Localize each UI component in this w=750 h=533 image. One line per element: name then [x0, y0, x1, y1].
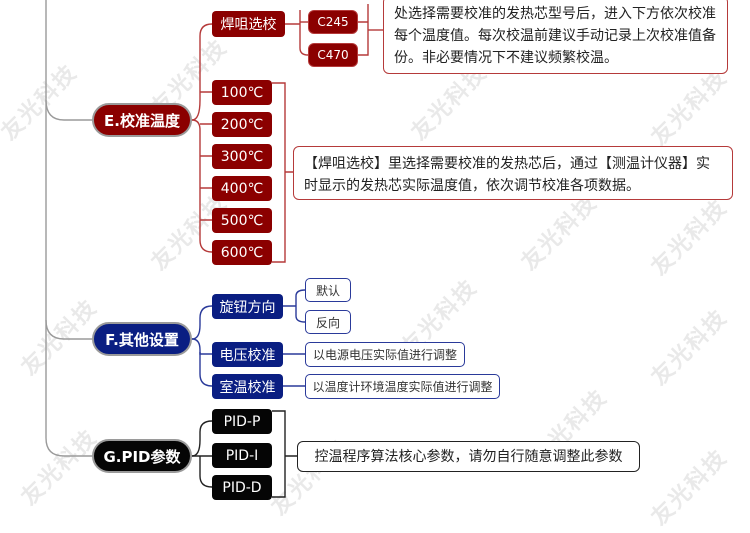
pid-bracket: [272, 410, 297, 498]
model-note: 处选择需要校准的发热芯型号后，进入下方依次校准每个温度值。每次校温前建议手动记录…: [383, 0, 728, 74]
model-c470: C470: [308, 43, 358, 67]
e-temp-branches: [200, 91, 212, 221]
trunk-line: [45, 0, 92, 457]
temp-note: 【焊咀选校】里选择需要校准的发热芯后，通过【测温计仪器】实时显示的发热芯实际温度…: [293, 146, 733, 200]
f-to-voltage: [191, 338, 212, 355]
temp-bracket: [272, 82, 293, 263]
g-to-p: [191, 420, 213, 457]
section-g-node: G.PID参数: [92, 439, 192, 473]
f-to-room: [199, 352, 213, 387]
branch-f: [45, 319, 92, 340]
temp-300: 300℃: [212, 144, 272, 169]
pid-p-node: PID-P: [212, 409, 272, 434]
temp-100: 100℃: [212, 80, 272, 105]
selector-node: 焊咀选校: [212, 11, 285, 37]
model-c245: C245: [308, 10, 358, 34]
e-to-selector: [191, 23, 213, 121]
temp-200: 200℃: [212, 112, 272, 137]
temp-600: 600℃: [212, 240, 272, 265]
knob-to-options: [283, 289, 306, 323]
temp-500: 500℃: [212, 208, 272, 233]
pid-i-node: PID-I: [212, 443, 272, 468]
room-temp-calibration-node: 室温校准: [212, 374, 283, 399]
section-f-node: F.其他设置: [92, 322, 192, 356]
selector-to-models: [285, 10, 309, 56]
room-temp-note: 以温度计环境温度实际值进行调整: [305, 374, 500, 399]
pid-d-node: PID-D: [212, 475, 272, 500]
g-to-d: [199, 456, 213, 488]
section-e-node: E.校准温度: [92, 103, 192, 137]
knob-option-reverse: 反向: [305, 310, 351, 334]
knob-direction-node: 旋钮方向: [212, 294, 283, 319]
f-to-knob: [191, 305, 213, 340]
models-to-note: [356, 4, 369, 56]
voltage-calibration-node: 电压校准: [212, 342, 283, 367]
knob-option-default: 默认: [305, 278, 351, 302]
e-temp-spine: [191, 119, 213, 253]
voltage-note: 以电源电压实际值进行调整: [305, 342, 465, 367]
temp-400: 400℃: [212, 176, 272, 201]
pid-note: 控温程序算法核心参数，请勿自行随意调整此参数: [297, 441, 640, 472]
branch-e: [45, 99, 92, 121]
